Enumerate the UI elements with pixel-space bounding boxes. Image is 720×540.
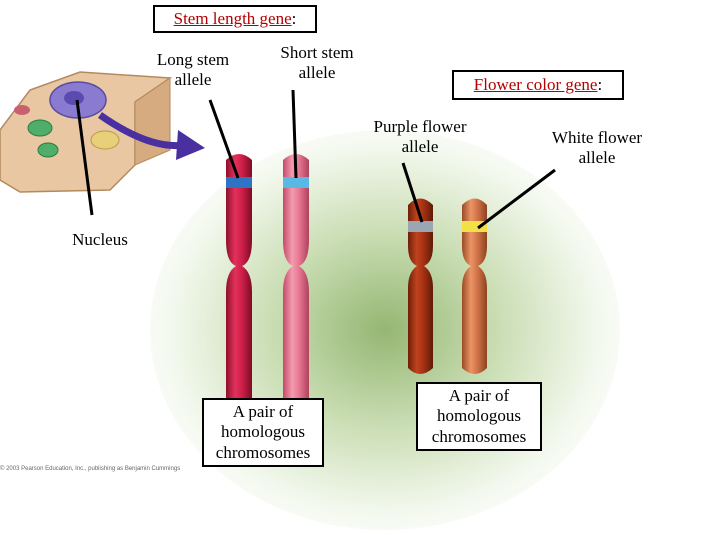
flower-color-gene-term: Flower color gene — [473, 75, 598, 94]
flower-color-gene-colon: : — [597, 75, 603, 94]
purple-flower-line1: Purple flower — [373, 117, 467, 136]
white-flower-line2: allele — [578, 148, 616, 168]
left-chromosome-pair — [226, 154, 309, 462]
chromosome-orange — [462, 198, 487, 374]
long-stem-allele-label: Long stem allele — [140, 50, 246, 91]
cell-illustration — [0, 71, 205, 193]
stem-length-gene-term: Stem length gene — [173, 9, 292, 28]
purple-flower-band — [408, 221, 433, 232]
short-stem-line1: Short stem — [280, 43, 354, 62]
right-chromosome-pair — [408, 198, 487, 374]
stem-length-gene-box: Stem length gene: — [153, 5, 317, 33]
short-stem-band — [283, 177, 309, 188]
purple-flower-line2: allele — [401, 137, 439, 157]
long-stem-line1: Long stem — [156, 50, 230, 69]
nucleus-label: Nucleus — [72, 230, 128, 249]
short-stem-allele-label: Short stem allele — [262, 43, 372, 84]
pair-right-line1: A pair of — [448, 386, 510, 405]
white-flower-allele-label: White flower allele — [532, 128, 662, 169]
copyright-text: © 2003 Pearson Education, Inc., publishi… — [0, 466, 181, 472]
pair-box-right: A pair of homologous chromosomes — [416, 382, 542, 452]
chromosome-pink — [283, 154, 309, 462]
pair-right-line2: homologous — [436, 406, 522, 426]
long-stem-band — [226, 177, 252, 188]
white-flower-line1: White flower — [551, 128, 643, 147]
chromosome-red — [226, 154, 252, 462]
white-flower-band — [462, 221, 487, 232]
pair-right-line3: chromosomes — [431, 426, 527, 446]
chromosome-darkred — [408, 198, 433, 374]
short-stem-pointer — [291, 89, 298, 179]
pointer-lines — [75, 89, 556, 230]
long-stem-line2: allele — [174, 70, 212, 90]
white-flower-pointer — [477, 168, 556, 230]
stem-length-gene-colon: : — [291, 9, 297, 28]
flower-color-gene-box: Flower color gene: — [452, 70, 624, 100]
purple-flower-allele-label: Purple flower allele — [355, 117, 485, 158]
pair-box-left: A pair of homologous chromosomes — [202, 398, 324, 468]
pair-left-line3: chromosomes — [215, 442, 311, 462]
nucleus-pointer — [75, 99, 94, 216]
pair-left-line1: A pair of — [232, 402, 294, 421]
short-stem-line2: allele — [298, 63, 336, 83]
pair-left-line2: homologous — [220, 422, 306, 442]
long-stem-pointer — [208, 99, 240, 179]
purple-flower-pointer — [401, 162, 424, 223]
